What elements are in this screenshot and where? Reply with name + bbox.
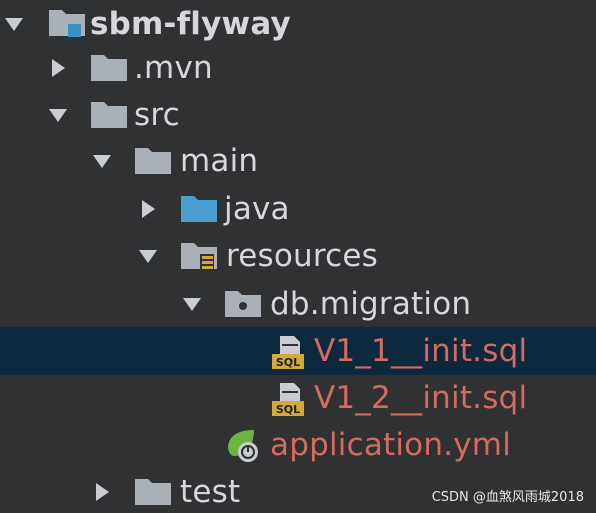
tree-label-java: java [224, 191, 290, 227]
source-root-folder-icon [180, 192, 218, 226]
folder-icon [134, 144, 172, 178]
tree-row-main[interactable]: main [0, 137, 596, 185]
tree-label-src: src [134, 97, 180, 133]
spring-boot-config-icon [224, 426, 262, 462]
package-folder-icon [224, 287, 262, 321]
resources-root-folder-icon [180, 239, 218, 273]
tree-label-v1-2-init-sql: V1_2__init.sql [314, 380, 528, 416]
tree-label-root: sbm-flyway [90, 6, 291, 42]
tree-row-v1-2-init-sql[interactable]: SQL V1_2__init.sql [0, 374, 596, 422]
tree-label-v1-1-init-sql: V1_1__init.sql [314, 333, 528, 369]
watermark-text: CSDN @血煞风雨城2018 [431, 490, 584, 505]
tree-row-root[interactable]: sbm-flyway [0, 0, 596, 48]
svg-text:SQL: SQL [276, 356, 300, 369]
chevron-down-icon[interactable] [136, 244, 160, 268]
folder-icon [90, 98, 128, 132]
tree-label-resources: resources [226, 238, 379, 274]
sql-file-icon: SQL [270, 381, 308, 416]
module-folder-icon [48, 5, 86, 39]
chevron-down-icon[interactable] [180, 292, 204, 316]
tree-label-test: test [180, 474, 241, 510]
folder-icon [134, 475, 172, 509]
tree-label-main: main [180, 143, 259, 179]
tree-row-v1-1-init-sql[interactable]: SQL V1_1__init.sql [0, 327, 596, 375]
tree-row-test[interactable]: test [0, 468, 596, 513]
folder-icon [90, 51, 128, 85]
sql-file-icon: SQL [270, 334, 308, 369]
tree-row-db-migration[interactable]: db.migration [0, 280, 596, 328]
tree-row-application-yml[interactable]: application.yml [0, 421, 596, 469]
tree-label-mvn: .mvn [134, 50, 213, 86]
chevron-down-icon[interactable] [2, 12, 26, 36]
svg-text:SQL: SQL [276, 403, 300, 416]
chevron-down-icon[interactable] [46, 103, 70, 127]
tree-row-java[interactable]: java [0, 185, 596, 233]
tree-label-db-migration: db.migration [270, 286, 472, 322]
tree-row-mvn[interactable]: .mvn [0, 44, 596, 92]
tree-row-src[interactable]: src [0, 91, 596, 139]
tree-label-application-yml: application.yml [270, 427, 512, 463]
chevron-down-icon[interactable] [90, 149, 114, 173]
chevron-right-icon[interactable] [90, 480, 114, 504]
chevron-right-icon[interactable] [136, 197, 160, 221]
chevron-right-icon[interactable] [46, 56, 70, 80]
tree-row-resources[interactable]: resources [0, 232, 596, 280]
